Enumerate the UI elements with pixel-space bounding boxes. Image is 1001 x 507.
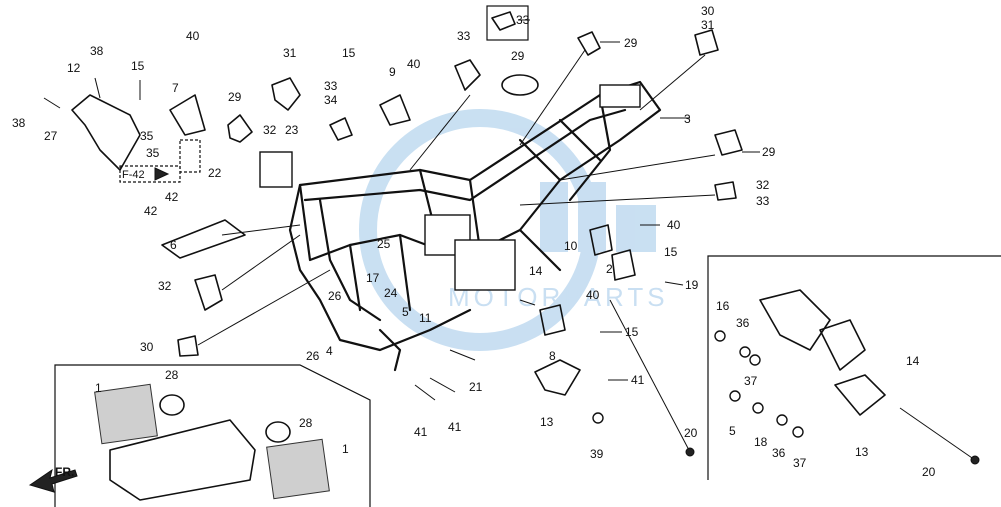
- callout-22: 22: [208, 166, 222, 180]
- callout-5: 5: [729, 424, 736, 438]
- callout-40: 40: [667, 218, 681, 232]
- callout-15: 15: [664, 245, 678, 259]
- callout-25: 25: [377, 237, 391, 251]
- callout-20: 20: [684, 426, 698, 440]
- callouts: 38 12 38 15 27 7 40 29 35 35 31 15 33 34…: [12, 4, 936, 479]
- leader-lines: [43, 19, 760, 381]
- top-parts: [329, 5, 743, 206]
- callout-17: 17: [366, 271, 380, 285]
- callout-14: 14: [906, 354, 920, 368]
- callout-33: 33: [324, 79, 338, 93]
- callout-18: 18: [754, 435, 768, 449]
- callout-32: 32: [263, 123, 277, 137]
- callout-42: 42: [144, 204, 158, 218]
- callout-36: 36: [772, 446, 786, 460]
- ref-label: F-42: [122, 169, 145, 181]
- callout-13: 13: [855, 445, 869, 459]
- callout-29: 29: [511, 49, 525, 63]
- callout-29: 29: [228, 90, 242, 104]
- callout-24: 24: [384, 286, 398, 300]
- right-parts: [414, 224, 695, 457]
- callout-21: 21: [469, 380, 483, 394]
- callout-36: 36: [736, 316, 750, 330]
- callout-33: 33: [457, 29, 471, 43]
- callout-33: 33: [756, 194, 770, 208]
- ref-arrow-icon: [154, 167, 170, 181]
- callout-10: 10: [564, 239, 578, 253]
- callout-6: 6: [170, 238, 177, 252]
- callout-40: 40: [407, 57, 421, 71]
- callout-13: 13: [540, 415, 554, 429]
- callout-35: 35: [146, 146, 160, 160]
- callout-23: 23: [285, 123, 299, 137]
- callout-26: 26: [328, 289, 342, 303]
- callout-29: 29: [762, 145, 776, 159]
- callout-37: 37: [793, 456, 807, 470]
- callout-15: 15: [131, 59, 145, 73]
- callout-15: 15: [625, 325, 639, 339]
- callout-26: 26: [306, 349, 320, 363]
- callout-35: 35: [140, 129, 154, 143]
- callout-15: 15: [342, 46, 356, 60]
- inset-detail-left: [28, 364, 371, 507]
- callout-9: 9: [389, 65, 396, 79]
- callout-32: 32: [158, 279, 172, 293]
- callout-37: 37: [744, 374, 758, 388]
- front-direction-label: FR.: [55, 465, 74, 479]
- callout-34: 34: [324, 93, 338, 107]
- callout-1: 1: [95, 381, 102, 395]
- callout-38: 38: [90, 44, 104, 58]
- callout-19: 19: [685, 278, 699, 292]
- ref-marker: F-42: [119, 165, 181, 183]
- left-parts: [71, 77, 331, 357]
- callout-41: 41: [414, 425, 428, 439]
- front-arrow-icon: [28, 468, 78, 493]
- callout-27: 27: [44, 129, 58, 143]
- callout-32: 32: [756, 178, 770, 192]
- callout-42: 42: [165, 190, 179, 204]
- callout-39: 39: [590, 447, 604, 461]
- callout-41: 41: [631, 373, 645, 387]
- callout-40: 40: [186, 29, 200, 43]
- callout-12: 12: [67, 61, 81, 75]
- callout-4: 4: [326, 344, 333, 358]
- callout-28: 28: [299, 416, 313, 430]
- callout-1: 1: [342, 442, 349, 456]
- callout-31: 31: [283, 46, 297, 60]
- callout-29: 29: [624, 36, 638, 50]
- callout-7: 7: [172, 81, 179, 95]
- callout-33: 33: [516, 13, 530, 27]
- callout-20: 20: [922, 465, 936, 479]
- callout-3: 3: [684, 112, 691, 126]
- callout-16: 16: [716, 299, 730, 313]
- callout-2: 2: [606, 262, 613, 276]
- callout-5: 5: [402, 305, 409, 319]
- callout-8: 8: [549, 349, 556, 363]
- callout-38: 38: [12, 116, 26, 130]
- callout-11: 11: [419, 311, 432, 325]
- callout-41: 41: [448, 420, 462, 434]
- callout-30: 30: [140, 340, 154, 354]
- callout-14: 14: [529, 264, 543, 278]
- callout-28: 28: [165, 368, 179, 382]
- callout-31: 31: [701, 18, 715, 32]
- inset-detail-right: [707, 255, 1001, 480]
- callout-30: 30: [701, 4, 715, 18]
- callout-40: 40: [586, 288, 600, 302]
